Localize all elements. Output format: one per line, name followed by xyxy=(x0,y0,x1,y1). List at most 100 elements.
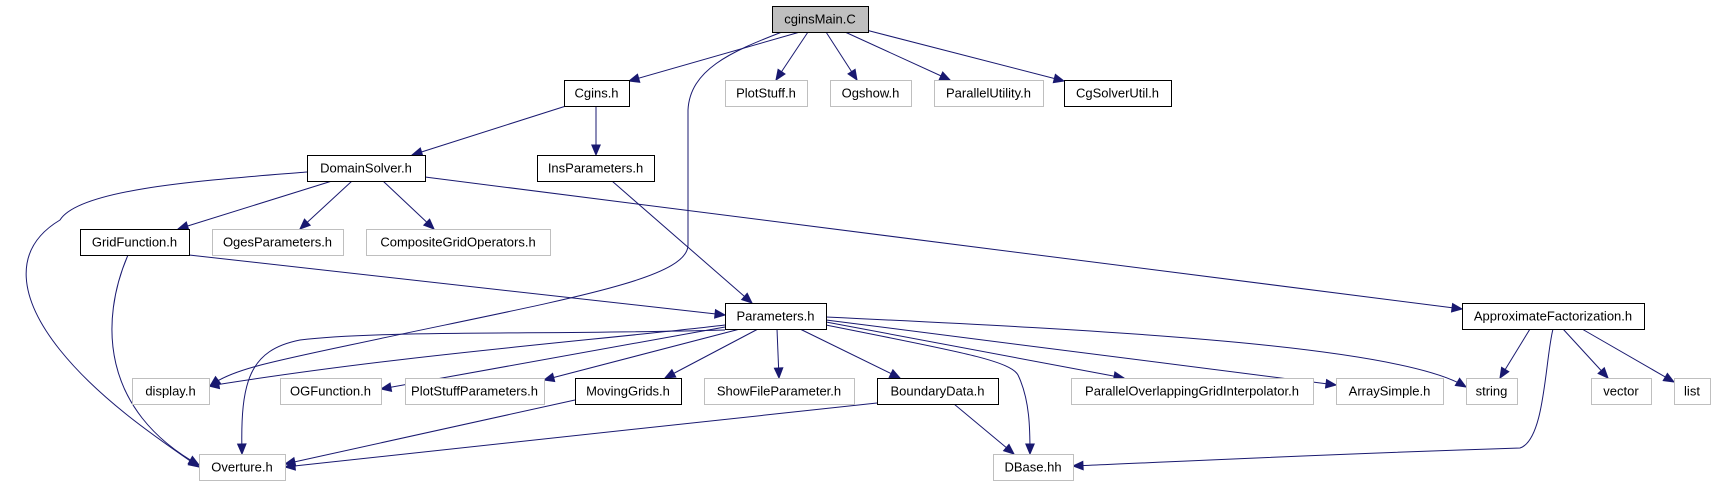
node-parallelinterp: ParallelOverlappingGridInterpolator.h xyxy=(1071,378,1314,405)
arrowhead-icon xyxy=(542,372,556,383)
arrowhead-icon xyxy=(1499,366,1510,380)
edge-approximatefactorization-to-list xyxy=(1581,328,1676,383)
node-label: OgesParameters.h xyxy=(223,235,332,250)
node-showfileparameter: ShowFileParameter.h xyxy=(704,378,855,405)
edge-line xyxy=(411,105,567,156)
node-label: ArraySimple.h xyxy=(1349,384,1431,399)
edge-line xyxy=(25,171,308,468)
arrowhead-icon xyxy=(627,73,641,83)
node-box xyxy=(212,229,344,256)
arrowhead-icon xyxy=(663,368,677,379)
edge-line xyxy=(111,254,200,466)
node-label: ParallelOverlappingGridInterpolator.h xyxy=(1085,384,1299,399)
node-box xyxy=(1462,303,1645,330)
edge-line xyxy=(188,254,726,316)
arrowhead-icon xyxy=(207,379,221,390)
node-box xyxy=(1336,378,1444,405)
arrowhead-icon xyxy=(176,221,190,231)
edge-parameters-to-arraysimple xyxy=(825,319,1338,389)
node-domainsolver[interactable]: DomainSolver.h xyxy=(307,155,426,182)
arrowhead-icon xyxy=(1025,443,1035,456)
arrowhead-icon xyxy=(1071,460,1084,471)
edge-line xyxy=(177,180,333,230)
node-label: ParallelUtility.h xyxy=(946,86,1031,101)
node-dbase: DBase.hh xyxy=(993,454,1074,481)
edge-line xyxy=(799,328,901,379)
node-label: Overture.h xyxy=(211,460,272,475)
edge-gridfunction-to-parameters xyxy=(188,254,727,319)
edge-boundarydata-to-dbase xyxy=(953,403,1015,455)
node-gridfunction[interactable]: GridFunction.h xyxy=(80,229,190,256)
node-box xyxy=(132,378,210,405)
node-box xyxy=(280,378,382,405)
node-overture: Overture.h xyxy=(199,454,286,481)
node-parallelutility: ParallelUtility.h xyxy=(934,80,1044,107)
node-label: DBase.hh xyxy=(1004,460,1061,475)
node-ogshow: Ogshow.h xyxy=(830,80,912,107)
node-box xyxy=(725,303,827,330)
edge-domainsolver-to-compositegridoperators xyxy=(382,180,435,230)
edge-domainsolver-to-overture xyxy=(25,171,308,468)
node-label: PlotStuff.h xyxy=(736,86,796,101)
edge-line xyxy=(611,180,753,304)
node-display: display.h xyxy=(132,378,210,405)
node-box xyxy=(1071,378,1314,405)
node-cgsolverutil[interactable]: CgSolverUtil.h xyxy=(1064,80,1172,107)
edge-movinggrids-to-overture xyxy=(283,399,576,467)
edge-line xyxy=(209,31,783,387)
arrowhead-icon xyxy=(283,460,296,471)
arrowhead-icon xyxy=(1324,378,1338,389)
node-cginsMain[interactable]: cginsMain.C xyxy=(772,6,869,33)
edge-cginsMain-to-parallelutility xyxy=(844,31,952,81)
node-label: display.h xyxy=(145,384,195,399)
arrowhead-icon xyxy=(888,368,902,379)
edge-line xyxy=(825,319,1337,386)
node-cgins[interactable]: Cgins.h xyxy=(564,80,630,107)
edge-line xyxy=(825,316,1467,388)
edge-parameters-to-showfileparameter xyxy=(773,328,784,380)
edge-line xyxy=(1562,328,1609,379)
node-box xyxy=(307,155,426,182)
node-boundarydata[interactable]: BoundaryData.h xyxy=(877,378,999,405)
arrowhead-icon xyxy=(714,308,727,319)
node-label: PlotStuffParameters.h xyxy=(411,384,538,399)
edge-cgins-to-insparameters xyxy=(591,106,601,157)
arrowhead-icon xyxy=(1597,366,1609,379)
edge-cgins-to-domainsolver xyxy=(410,105,567,157)
arrowhead-icon xyxy=(847,68,858,82)
node-compositegridoperators: CompositeGridOperators.h xyxy=(366,229,551,256)
edge-cginsMain-to-cgins xyxy=(627,31,801,83)
edge-line xyxy=(1072,328,1554,467)
edge-line xyxy=(543,328,741,381)
node-parameters[interactable]: Parameters.h xyxy=(725,303,827,330)
node-box xyxy=(993,454,1074,481)
edge-cginsMain-to-plotstuff xyxy=(775,31,809,82)
node-label: CgSolverUtil.h xyxy=(1076,86,1159,101)
node-approximatefactorization[interactable]: ApproximateFactorization.h xyxy=(1462,303,1645,330)
node-string: string xyxy=(1466,378,1518,405)
edge-line xyxy=(664,328,759,379)
edge-line xyxy=(825,321,1125,379)
arrowhead-icon xyxy=(938,71,952,81)
edge-approximatefactorization-to-dbase xyxy=(1071,328,1554,471)
node-label: string xyxy=(1476,384,1508,399)
node-label: ShowFileParameter.h xyxy=(717,384,841,399)
node-label: list xyxy=(1684,384,1700,399)
node-box xyxy=(772,6,869,33)
edge-parameters-to-boundarydata xyxy=(799,328,902,379)
arrowhead-icon xyxy=(379,382,393,393)
node-box xyxy=(366,229,551,256)
node-movinggrids[interactable]: MovingGrids.h xyxy=(575,378,682,405)
arrowhead-icon xyxy=(1002,443,1015,455)
node-box xyxy=(564,80,630,107)
node-box xyxy=(537,155,655,182)
edge-line xyxy=(208,324,726,387)
node-label: ApproximateFactorization.h xyxy=(1474,309,1632,324)
arrowhead-icon xyxy=(422,218,435,230)
node-insparameters[interactable]: InsParameters.h xyxy=(537,155,655,182)
edge-line xyxy=(299,180,353,230)
edge-insparameters-to-parameters xyxy=(611,180,753,304)
node-label: CompositeGridOperators.h xyxy=(380,235,535,250)
edge-line xyxy=(241,329,726,455)
